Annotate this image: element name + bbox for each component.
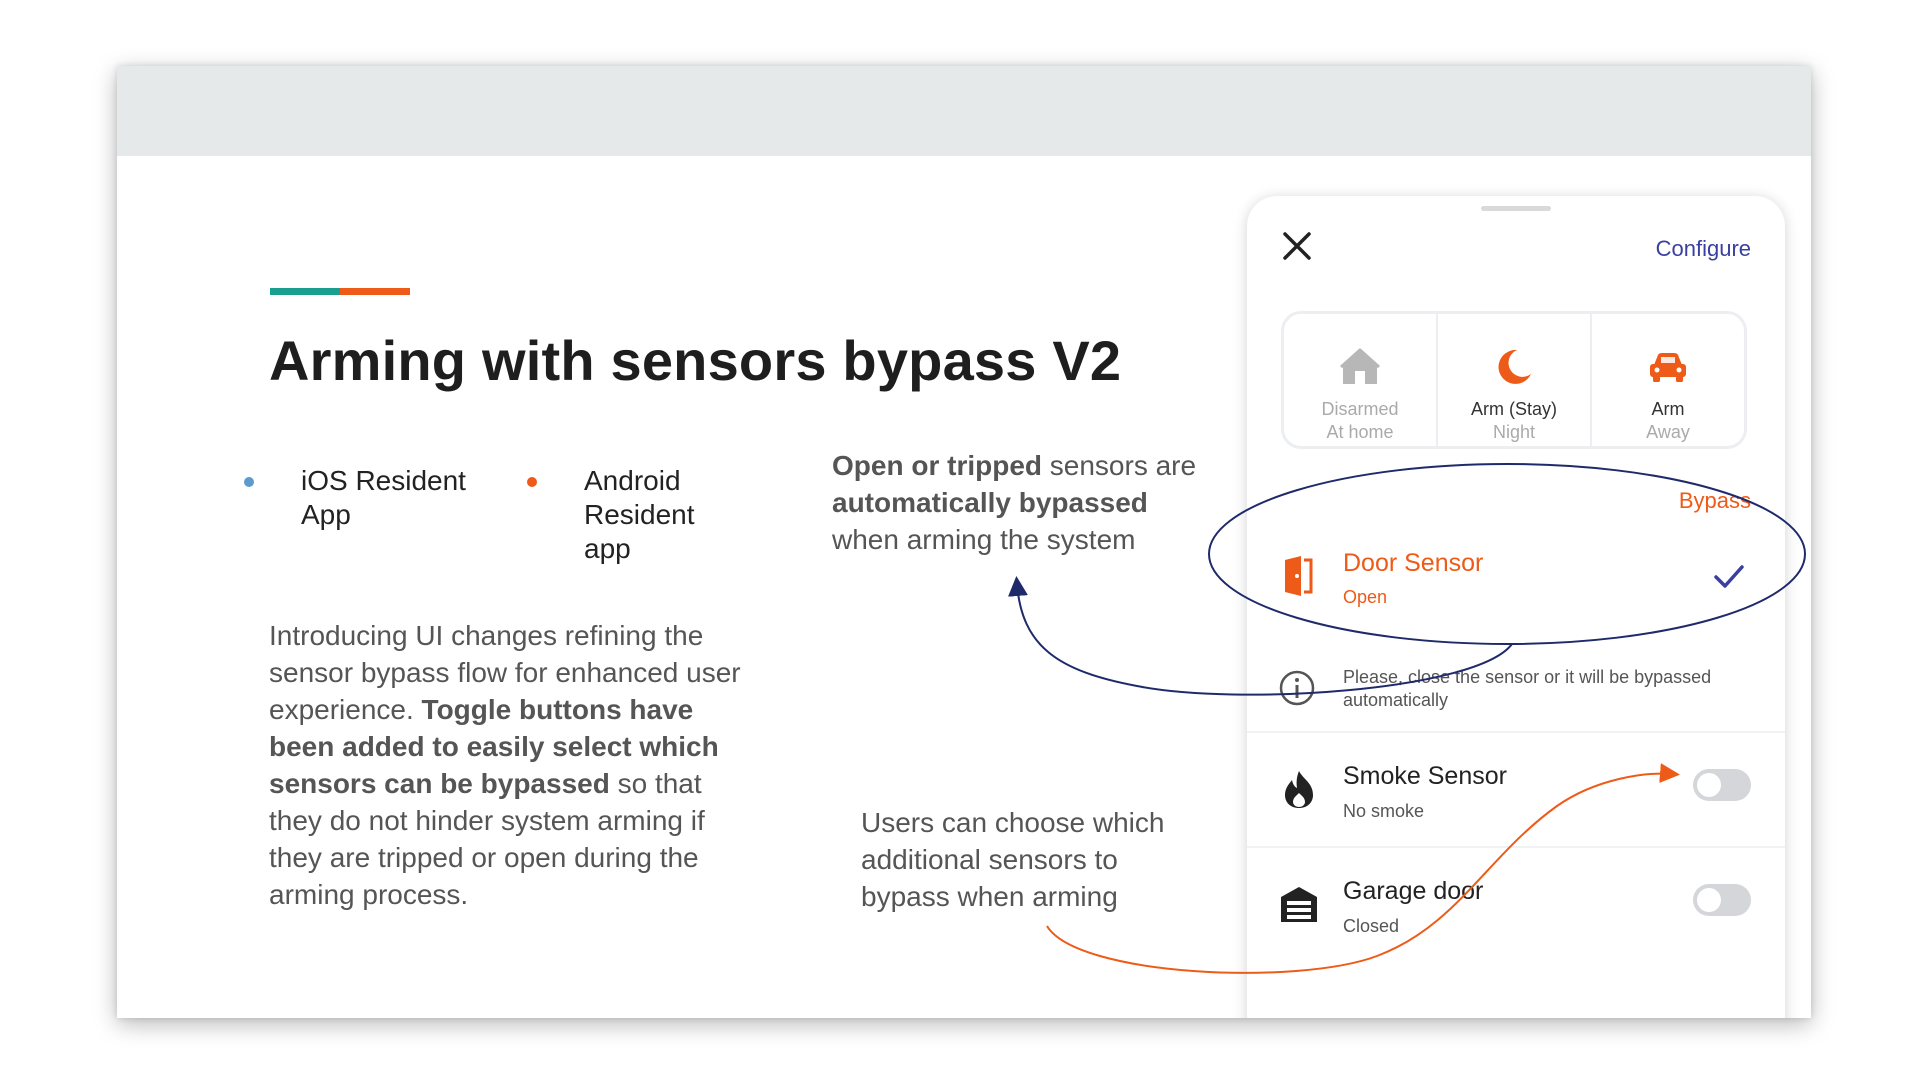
house-icon <box>1337 344 1383 390</box>
toggle-knob <box>1697 888 1721 912</box>
toggle-knob <box>1697 773 1721 797</box>
car-icon <box>1645 344 1691 390</box>
door-sensor-name: Door Sensor <box>1343 549 1484 577</box>
garage-icon <box>1277 882 1321 926</box>
mode-arm-away-label: Arm <box>1651 399 1685 419</box>
mode-disarmed[interactable]: Disarmed At home <box>1284 314 1436 446</box>
note1-bold-1: Open or tripped <box>832 450 1042 481</box>
bypass-column-label: Bypass <box>1678 488 1751 513</box>
bullet-ios-label: iOS Resident App <box>301 465 466 530</box>
intro-text-1: Introducing UI changes refining the sens… <box>269 620 741 725</box>
close-icon[interactable] <box>1277 226 1317 266</box>
slide: Arming with sensors bypass V2 iOS Reside… <box>117 66 1811 1018</box>
moon-icon <box>1491 344 1537 390</box>
garage-bypass-toggle[interactable] <box>1693 884 1751 916</box>
info-text: Please, close the sensor or it will be b… <box>1343 667 1712 710</box>
bypass-info-message: Please, close the sensor or it will be b… <box>1247 656 1785 726</box>
configure-link[interactable]: Configure <box>1655 236 1751 261</box>
smoke-bypass-toggle[interactable] <box>1693 769 1751 801</box>
sensor-row-smoke: Smoke Sensor No smoke <box>1247 736 1785 836</box>
sheet-grabber[interactable] <box>1481 206 1551 211</box>
mode-disarmed-sub: At home <box>1326 422 1394 442</box>
note1-text-2: when arming the system <box>832 524 1136 555</box>
mode-arm-stay-sub: Night <box>1492 422 1536 442</box>
info-icon <box>1277 668 1317 708</box>
divider <box>1247 846 1785 848</box>
slide-top-band <box>117 66 1811 156</box>
annotation-auto-bypass: Open or tripped sensors are automaticall… <box>832 447 1212 558</box>
door-sensor-status: Open <box>1343 587 1388 607</box>
mode-arm-stay[interactable]: Arm (Stay) Night <box>1436 314 1590 446</box>
divider <box>1247 731 1785 733</box>
slide-title: Arming with sensors bypass V2 <box>269 329 1122 392</box>
door-icon <box>1277 554 1321 598</box>
note1-text-1: sensors are <box>1042 450 1197 481</box>
flame-icon <box>1277 767 1321 811</box>
bullet-android-label: Android Resident app <box>584 465 695 564</box>
accent-bar-orange <box>340 288 410 295</box>
sensor-row-door: Door Sensor Open <box>1247 516 1785 616</box>
arming-mode-selector: Disarmed At home Arm (Stay) Night <box>1281 311 1747 449</box>
smoke-sensor-status: No smoke <box>1343 801 1425 821</box>
garage-sensor-status: Closed <box>1343 916 1400 936</box>
sensor-row-garage: Garage door Closed <box>1247 851 1785 951</box>
annotation-choose-bypass: Users can choose which additional sensor… <box>861 807 1165 912</box>
accent-bar-teal <box>270 288 340 295</box>
intro-paragraph: Introducing UI changes refining the sens… <box>269 617 759 913</box>
smoke-sensor-name: Smoke Sensor <box>1343 762 1507 790</box>
mode-arm-away[interactable]: Arm Away <box>1590 314 1744 446</box>
mode-arm-stay-label: Arm (Stay) <box>1470 399 1557 419</box>
bullet-dot-ios <box>244 477 254 487</box>
intro-text-2: so that they do not hinder system arming… <box>269 768 705 910</box>
bullet-dot-android <box>527 477 537 487</box>
bypass-sheet: Configure Disarmed At home <box>1247 196 1785 1018</box>
mode-arm-away-sub: Away <box>1646 422 1690 442</box>
intro-text-bold: Toggle buttons have been added to easily… <box>269 694 719 799</box>
platform-bullets: iOS Resident App Android Resident app <box>244 464 784 584</box>
mode-disarmed-label: Disarmed <box>1321 399 1399 419</box>
bypass-check-icon[interactable] <box>1713 564 1745 590</box>
sheet-fade <box>1247 966 1785 1018</box>
note1-bold-2: automatically bypassed <box>832 487 1148 518</box>
garage-sensor-name: Garage door <box>1343 877 1484 905</box>
